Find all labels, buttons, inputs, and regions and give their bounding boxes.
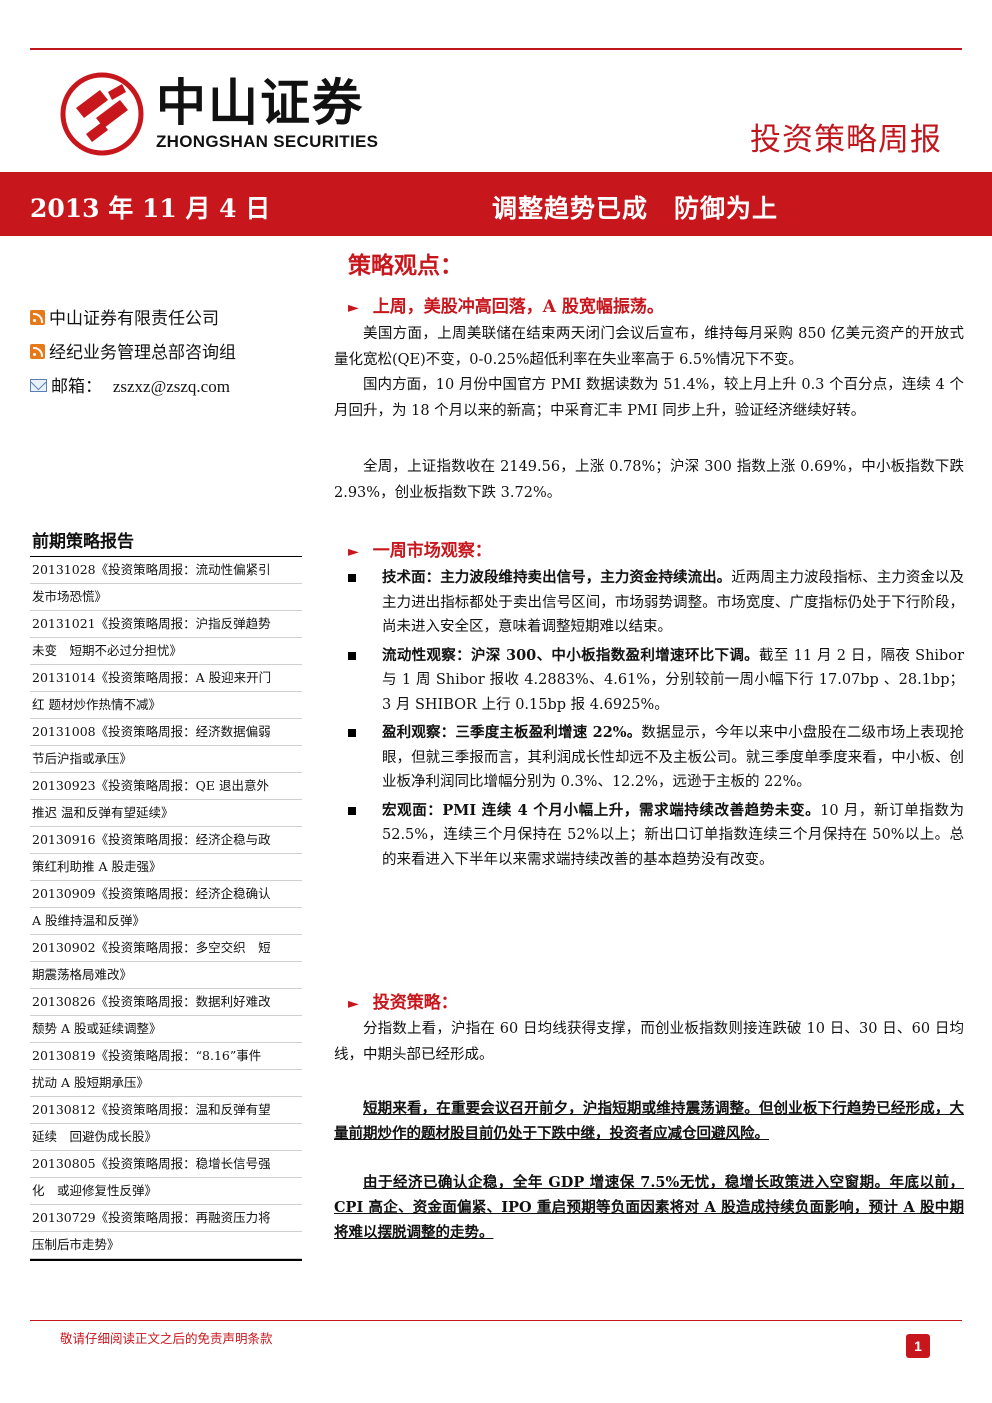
report-list-item[interactable]: 压制后市走势》: [30, 1232, 302, 1259]
bullet-macro: 宏观面：PMI 连续 4 个月小幅上升，需求端持续改善趋势未变。10 月，新订单…: [348, 799, 964, 873]
report-list-item[interactable]: 20130819《投资策略周报：“8.16”事件: [30, 1043, 302, 1070]
contact-company: 中山证券有限责任公司: [49, 309, 219, 329]
square-bullet-icon: [348, 806, 356, 815]
email-label: 邮箱：: [51, 377, 102, 397]
report-list-item[interactable]: 20130902《投资策略周报：多空交织 短: [30, 935, 302, 962]
paragraph-mid-term-view: 由于经济已确认企稳，全年 GDP 增速保 7.5%无忧，稳增长政策进入空窗期。年…: [334, 1174, 964, 1241]
report-list-item[interactable]: 20130805《投资策略周报：稳增长信号强: [30, 1151, 302, 1178]
report-list-item[interactable]: 化 或迎修复性反弹》: [30, 1178, 302, 1205]
section-heading-investment-strategy: ► 投资策略：: [348, 988, 458, 1013]
bullet-text: 数据显示，今年以来中小盘股在二级市场上表现抢眼，但就三季报而言，其利润成长性却远…: [382, 725, 964, 790]
contact-company-row: 中山证券有限责任公司: [30, 304, 302, 338]
report-list-item[interactable]: 延续 回避伪成长股》: [30, 1124, 302, 1151]
bullet-lead: 盈利观察：三季度主板盈利增速 22%。: [382, 724, 642, 741]
paragraph-us-market: 美国方面，上周美联储在结束两天闭门会议后宣布，维持每月采购 850 亿美元资产的…: [334, 326, 964, 368]
report-list-item[interactable]: 20130812《投资策略周报：温和反弹有望: [30, 1097, 302, 1124]
report-type-title: 投资策略周报: [750, 122, 942, 158]
paragraph-short-term-view: 短期来看，在重要会议召开前夕，沪指短期或维持震荡调整。但创业板下行趋势已经形成，…: [334, 1100, 964, 1142]
report-list-item[interactable]: A 股维持温和反弹》: [30, 908, 302, 935]
report-list-item[interactable]: 推迟 温和反弹有望延续》: [30, 800, 302, 827]
bullet-lead: 流动性观察：沪深 300、中小板指数盈利增速环比下调。: [382, 646, 759, 664]
email-address[interactable]: zszxz@zszq.com: [112, 377, 230, 396]
contact-dept: 经纪业务管理总部咨询组: [49, 343, 236, 363]
report-list-item[interactable]: 策红利助推 A 股走强》: [30, 854, 302, 881]
logo-chinese-name: 中山证券: [156, 74, 364, 132]
report-list-item[interactable]: 20130729《投资策略周报：再融资压力将: [30, 1205, 302, 1232]
mail-icon: [30, 379, 47, 392]
footer-rule: [30, 1320, 962, 1321]
report-list-item[interactable]: 20130826《投资策略周报：数据利好难改: [30, 989, 302, 1016]
contact-info: 中山证券有限责任公司 经纪业务管理总部咨询组 邮箱： zszxz@zszq.co…: [30, 304, 302, 406]
bullet-text: 截至 11 月 2 日，隔夜 Shibor 与 1 周 Shibor 报收 4.…: [382, 647, 964, 713]
report-list-item[interactable]: 20130909《投资策略周报：经济企稳确认: [30, 881, 302, 908]
arrow-right-icon: ►: [348, 996, 359, 1012]
report-date: 2013 年 11 月 4 日: [30, 194, 271, 223]
company-logo: 中山证券 ZHONGSHAN SECURITIES: [60, 72, 400, 164]
report-list-item[interactable]: 节后沪指或承压》: [30, 746, 302, 773]
report-list-item[interactable]: 期震荡格局难改》: [30, 962, 302, 989]
paragraph-domestic-pmi: 国内方面，10 月份中国官方 PMI 数据读数为 51.4%，较上月上升 0.3…: [334, 377, 964, 419]
title-banner: 2013 年 11 月 4 日 调整趋势已成 防御为上: [0, 172, 992, 236]
rss-icon: [30, 344, 45, 359]
bullet-text: 近两周主力波段指标、主力资金以及主力进出指标都处于卖出信号区间，市场弱势调整。市…: [382, 570, 965, 635]
report-list-item[interactable]: 20130923《投资策略周报：QE 退出意外: [30, 773, 302, 800]
report-list-item[interactable]: 20131014《投资策略周报：A 股迎来开门: [30, 665, 302, 692]
page-number: 1: [906, 1334, 930, 1358]
section-title: 投资策略：: [372, 993, 458, 1013]
report-list-item[interactable]: 颓势 A 股或延续调整》: [30, 1016, 302, 1043]
rss-icon: [30, 310, 45, 325]
report-list-item[interactable]: 红 题材炒作热情不减》: [30, 692, 302, 719]
square-bullet-icon: [348, 651, 356, 660]
section-heading-weekly-review: ► 上周，美股冲高回落，A 股宽幅振荡。: [348, 292, 664, 317]
report-list-item[interactable]: 扰动 A 股短期承压》: [30, 1070, 302, 1097]
contact-email-row: 邮箱： zszxz@zszq.com: [30, 372, 302, 406]
report-list-item[interactable]: 20131008《投资策略周报：经济数据偏弱: [30, 719, 302, 746]
section-title: 上周，美股冲高回落，A 股宽幅振荡。: [372, 297, 664, 317]
previous-reports-panel: 前期策略报告 20131028《投资策略周报：流动性偏紧引 发市场恐慌》 201…: [30, 527, 302, 1261]
previous-reports-list: 20131028《投资策略周报：流动性偏紧引 发市场恐慌》 20131021《投…: [30, 557, 302, 1261]
strategy-heading: 策略观点：: [348, 252, 463, 279]
bullet-earnings: 盈利观察：三季度主板盈利增速 22%。数据显示，今年以来中小盘股在二级市场上表现…: [348, 721, 964, 795]
contact-dept-row: 经纪业务管理总部咨询组: [30, 338, 302, 372]
previous-reports-title: 前期策略报告: [30, 527, 302, 557]
bullet-liquidity: 流动性观察：沪深 300、中小板指数盈利增速环比下调。截至 11 月 2 日，隔…: [348, 644, 964, 718]
bullet-lead: 宏观面：PMI 连续 4 个月小幅上升，需求端持续改善趋势未变。: [382, 801, 821, 819]
report-list-item[interactable]: 20131028《投资策略周报：流动性偏紧引: [30, 557, 302, 584]
bullet-lead: 技术面：主力波段维持卖出信号，主力资金持续流出。: [382, 569, 732, 586]
disclaimer-note: 敬请仔细阅读正文之后的免责声明条款: [60, 1331, 273, 1346]
top-rule: [30, 48, 962, 50]
report-list-item[interactable]: 20131021《投资策略周报：沪指反弹趋势: [30, 611, 302, 638]
report-title: 调整趋势已成 防御为上: [492, 194, 779, 223]
paragraph-index-technical: 分指数上看，沪指在 60 日均线获得支撑，而创业板指数则接连跌破 10 日、30…: [334, 1021, 964, 1063]
arrow-right-icon: ►: [348, 544, 359, 560]
report-list-item[interactable]: 20130916《投资策略周报：经济企稳与政: [30, 827, 302, 854]
zhongshan-logo-icon: [60, 72, 144, 156]
bullet-text: 10 月，新订单指数为 52.5%，连续三个月保持在 52%以上；新出口订单指数…: [382, 802, 965, 868]
report-list-item[interactable]: 未变 短期不必过分担忧》: [30, 638, 302, 665]
paragraph-index-summary: 全周，上证指数收在 2149.56，上涨 0.78%；沪深 300 指数上涨 0…: [334, 459, 964, 501]
section-title: 一周市场观察：: [372, 541, 492, 561]
section-heading-market-observation: ► 一周市场观察：: [348, 536, 492, 561]
report-list-item[interactable]: 发市场恐慌》: [30, 584, 302, 611]
arrow-right-icon: ►: [348, 300, 359, 316]
logo-english-name: ZHONGSHAN SECURITIES: [156, 132, 379, 151]
bullet-technical: 技术面：主力波段维持卖出信号，主力资金持续流出。近两周主力波段指标、主力资金以及…: [348, 566, 964, 640]
square-bullet-icon: [348, 574, 356, 582]
observation-bullets: 技术面：主力波段维持卖出信号，主力资金持续流出。近两周主力波段指标、主力资金以及…: [348, 566, 964, 876]
square-bullet-icon: [348, 729, 356, 737]
